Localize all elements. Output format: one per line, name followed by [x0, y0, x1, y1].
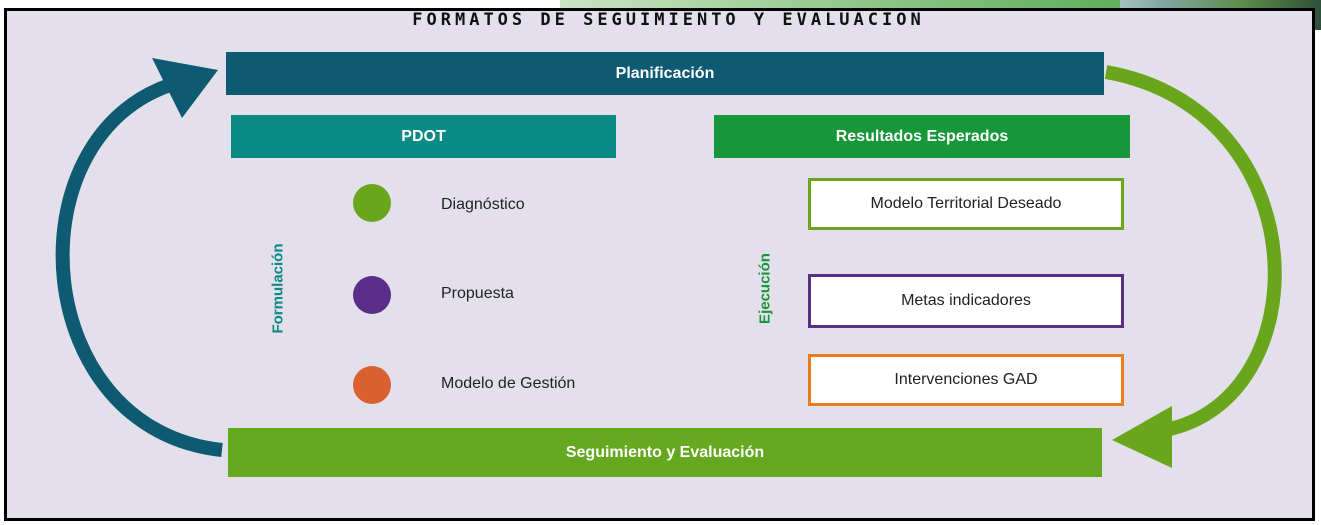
diagnostico-label: Diagnóstico: [441, 196, 525, 213]
left-arrowhead: [152, 58, 218, 118]
propuesta-label: Propuesta: [441, 285, 514, 302]
resultados-header: Resultados Esperados: [714, 115, 1130, 158]
right-arrowhead: [1112, 406, 1172, 468]
pdot-header: PDOT: [231, 115, 616, 158]
propuesta-dot: [353, 276, 391, 314]
planificacion-bar: Planificación: [226, 52, 1104, 95]
modelo-gestion-label: Modelo de Gestión: [441, 375, 576, 392]
formulacion-label: Formulación: [269, 243, 287, 334]
seguimiento-bar: Seguimiento y Evaluación: [228, 428, 1102, 477]
modelo-gestion-dot: [353, 366, 391, 404]
header-accent-stripe: [560, 0, 1120, 8]
page-title: FORMATOS DE SEGUIMIENTO Y EVALUACION: [412, 10, 925, 30]
left-cycle-arrow: [55, 78, 223, 457]
diagnostico-dot: [353, 184, 391, 222]
ejecucion-label: Ejecución: [756, 253, 774, 324]
intervenciones-gad-box: Intervenciones GAD: [808, 354, 1124, 406]
metas-indicadores-box: Metas indicadores: [808, 274, 1124, 328]
right-cycle-arrow: [1104, 65, 1282, 437]
modelo-territorial-box: Modelo Territorial Deseado: [808, 178, 1124, 230]
